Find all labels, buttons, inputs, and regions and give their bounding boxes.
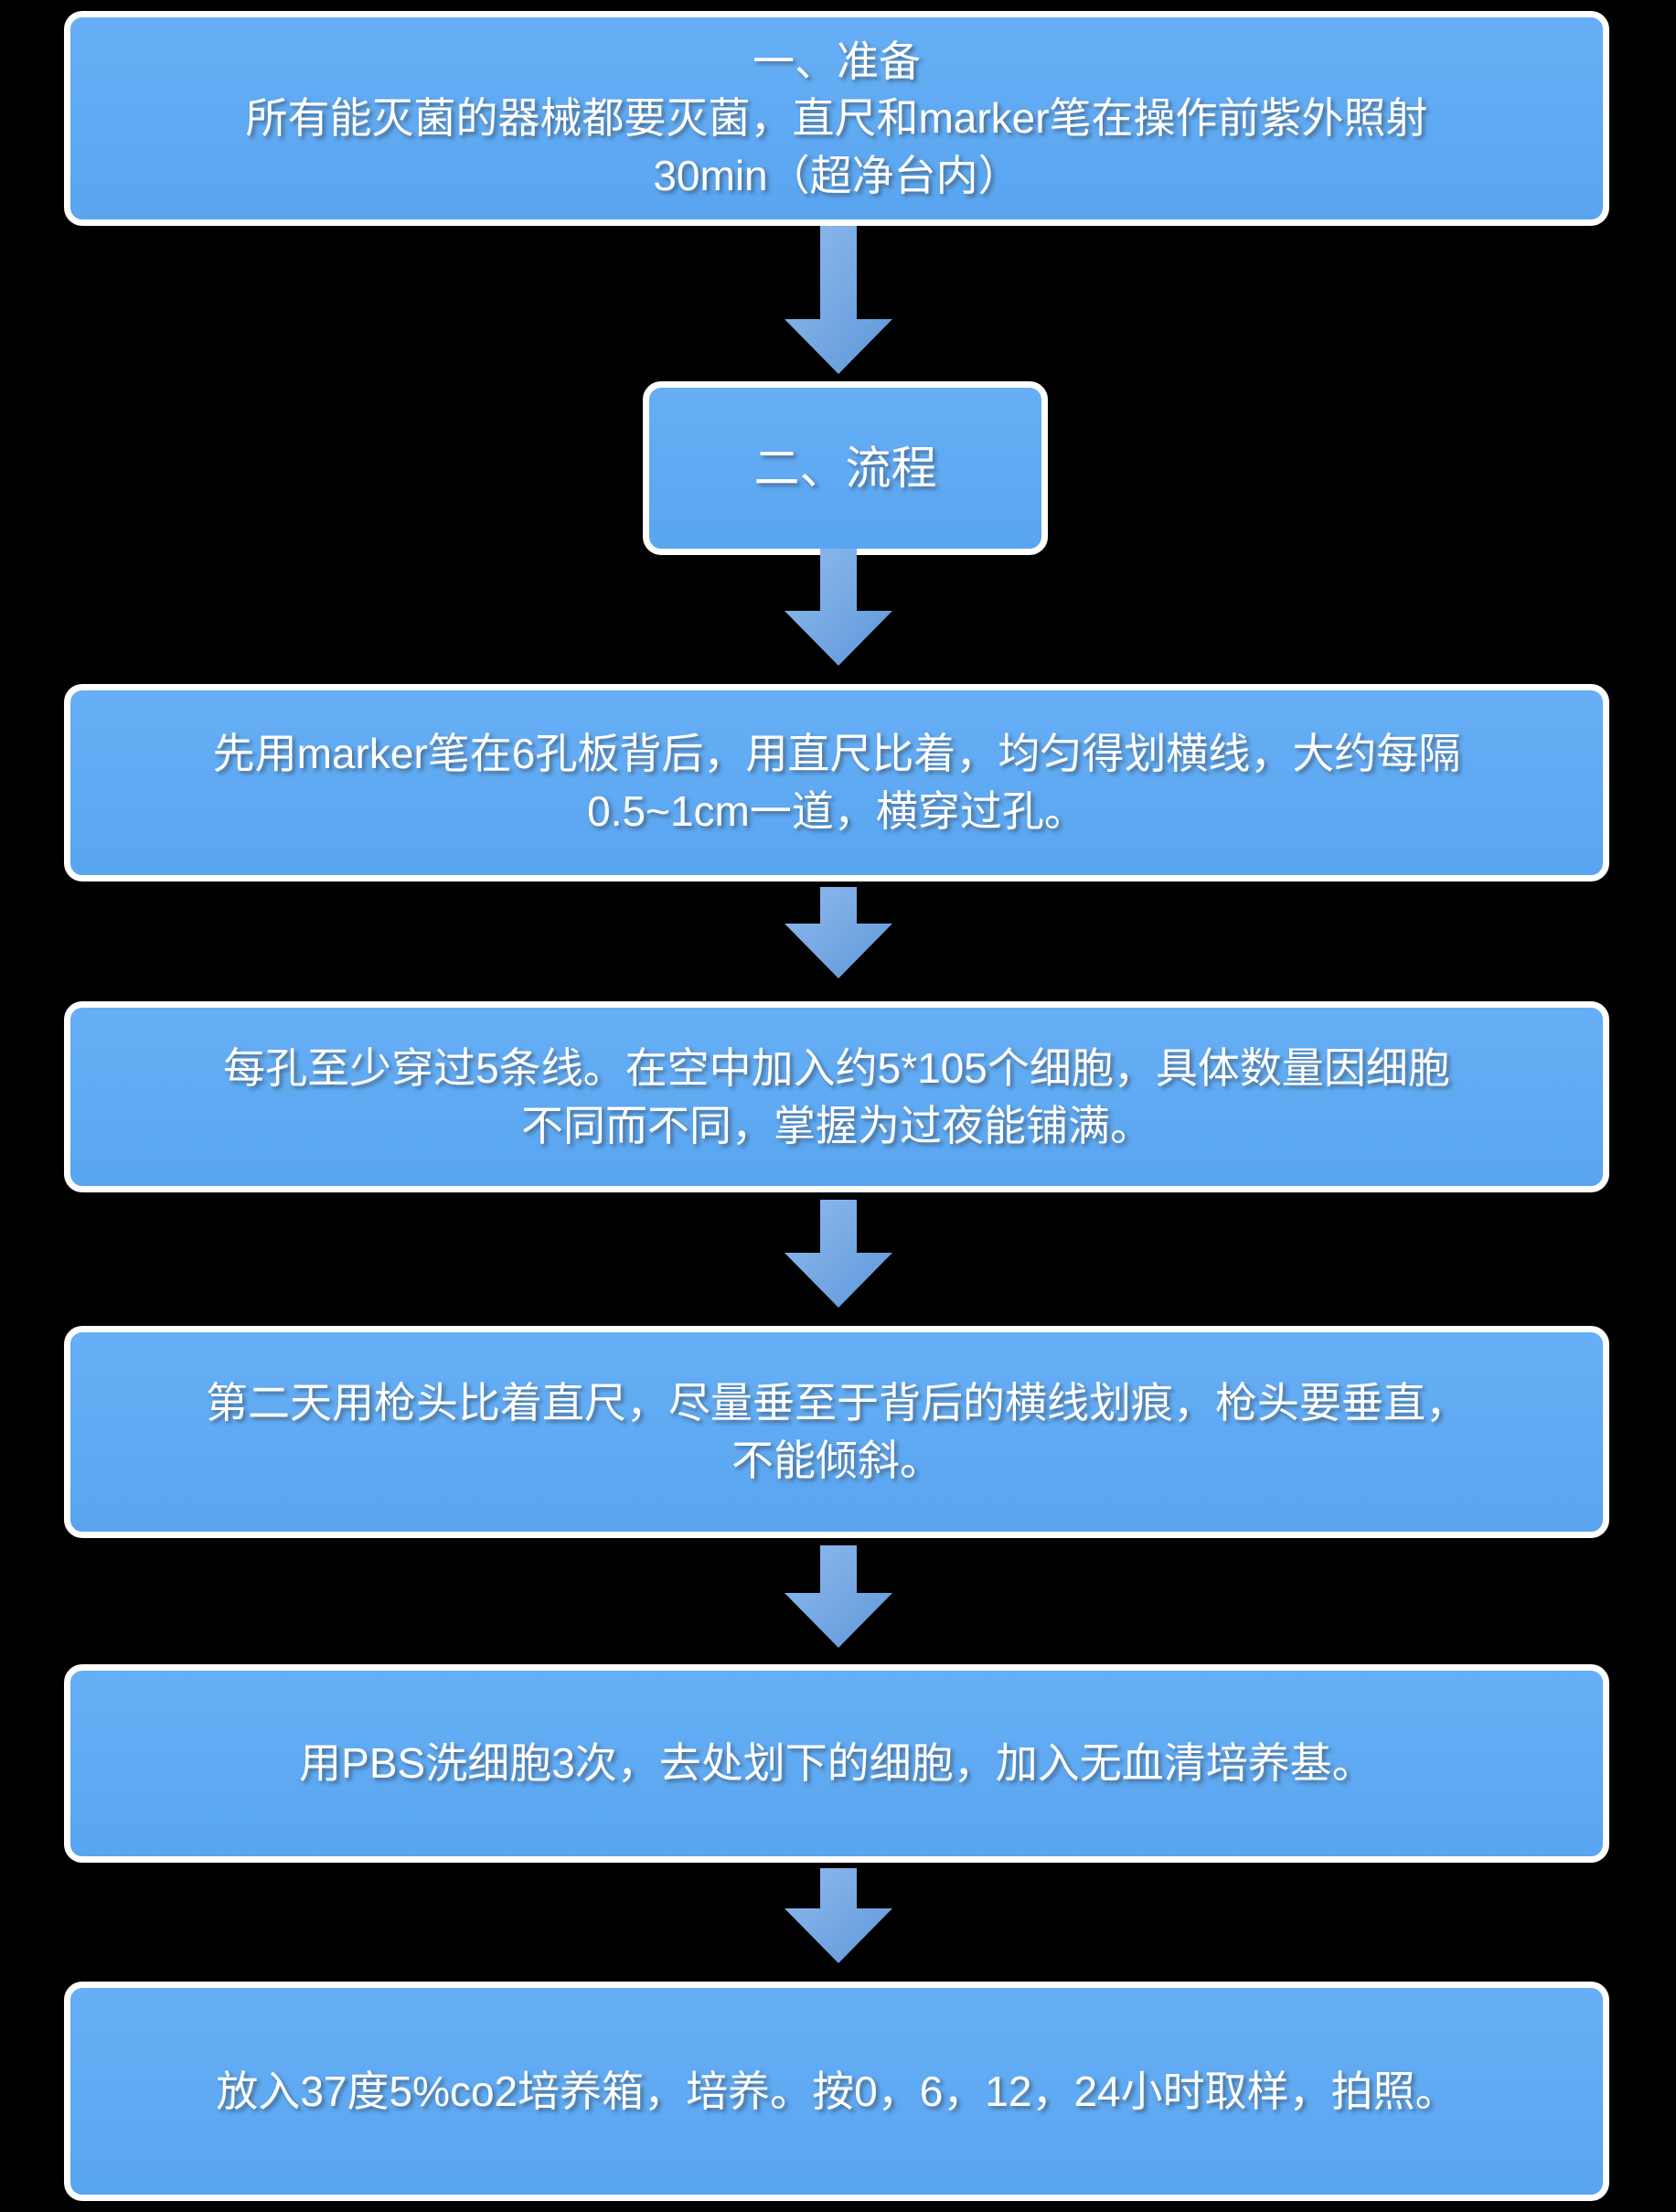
flow-step-process: 二、流程 [643,381,1048,555]
flow-step-scratch-text: 第二天用枪头比着直尺，尽量垂至于背后的横线划痕，枪头要垂直， 不能倾斜。 [206,1379,1468,1484]
flow-step-wash-pbs: 用PBS洗细胞3次，去处划下的细胞，加入无血清培养基。 [64,1664,1609,1863]
flow-step-draw-lines-text: 先用marker笔在6孔板背后，用直尺比着，均匀得划横线，大约每隔 0.5~1c… [212,730,1461,835]
flow-step-incubate-text: 放入37度5%co2培养箱，培养。按0，6，12，24小时取样，拍照。 [216,2067,1457,2115]
flow-step-wash-pbs-text: 用PBS洗细胞3次，去处划下的细胞，加入无血清培养基。 [299,1739,1374,1788]
arrow-down-icon [784,1868,892,1963]
flow-step-process-text: 二、流程 [753,443,937,494]
arrow-down-icon [784,226,892,374]
arrow-down-icon [784,1200,892,1308]
arrow-down-icon [784,887,892,978]
flow-step-scratch: 第二天用枪头比着直尺，尽量垂至于背后的横线划痕，枪头要垂直， 不能倾斜。 [64,1326,1609,1538]
arrow-down-icon [784,549,892,666]
flow-step-seed-cells-text: 每孔至少穿过5条线。在空中加入约5*105个细胞，具体数量因细胞 不同而不同，掌… [223,1043,1450,1149]
flow-step-prepare: 一、准备 所有能灭菌的器械都要灭菌，直尺和marker笔在操作前紫外照射 30m… [64,11,1609,226]
arrow-down-icon [784,1545,892,1648]
flow-step-draw-lines: 先用marker笔在6孔板背后，用直尺比着，均匀得划横线，大约每隔 0.5~1c… [64,684,1609,882]
flow-step-prepare-text: 一、准备 所有能灭菌的器械都要灭菌，直尺和marker笔在操作前紫外照射 30m… [245,37,1428,199]
flow-step-incubate: 放入37度5%co2培养箱，培养。按0，6，12，24小时取样，拍照。 [64,1982,1609,2201]
flow-step-seed-cells: 每孔至少穿过5条线。在空中加入约5*105个细胞，具体数量因细胞 不同而不同，掌… [64,1001,1609,1192]
